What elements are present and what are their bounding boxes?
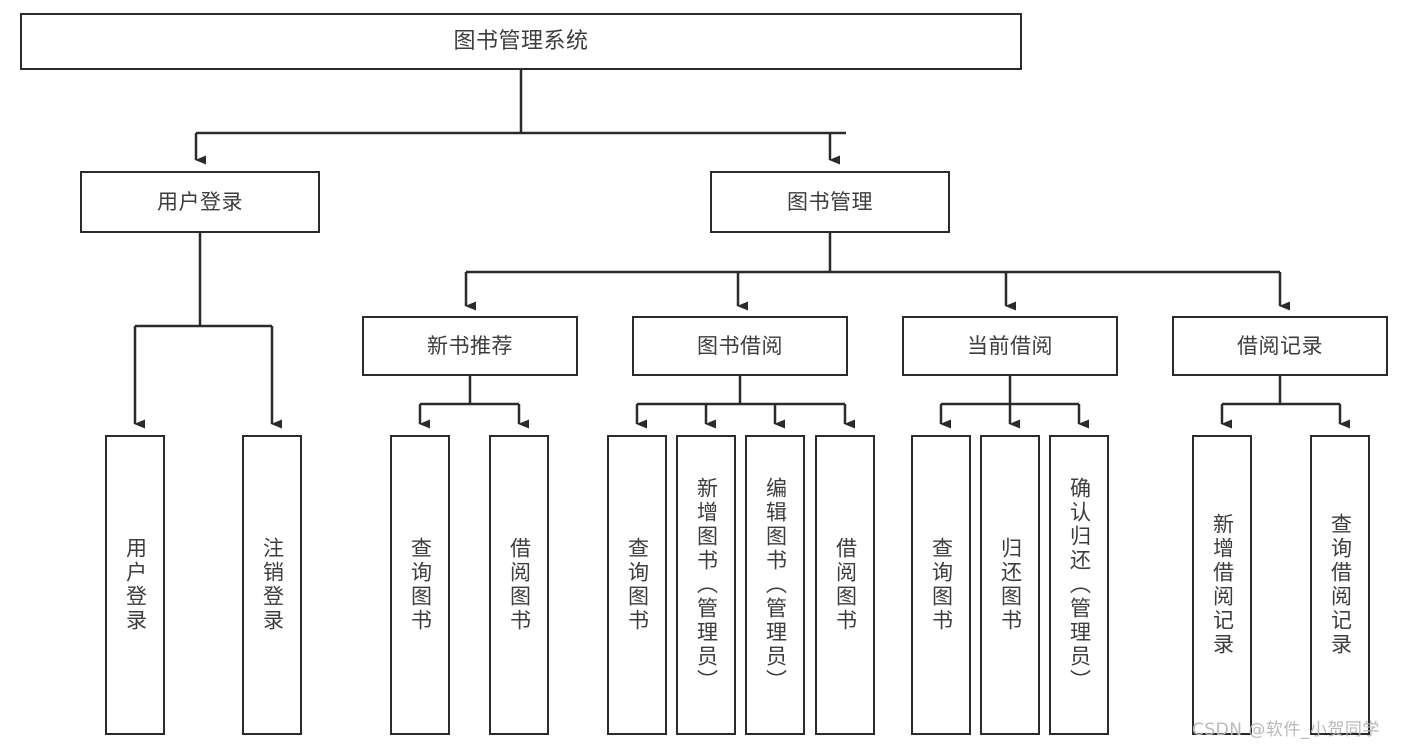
leaf-book-borrow-edit-book-admin[interactable]: 编辑图书（管理员）: [745, 435, 805, 735]
node-label: 借阅图书: [833, 537, 858, 633]
node-label: 图书借阅: [697, 333, 783, 358]
node-new-book-recommendation[interactable]: 新书推荐: [362, 316, 578, 376]
leaf-new-recommend-query-book[interactable]: 查询图书: [390, 435, 450, 735]
node-label: 图书管理: [787, 189, 873, 214]
node-label: 新书推荐: [427, 333, 513, 358]
node-label: 图书管理系统: [453, 28, 589, 54]
node-label: 借阅图书: [507, 537, 532, 633]
node-label: 编辑图书（管理员）: [763, 477, 788, 693]
node-label: 查询图书: [625, 537, 650, 633]
leaf-user-login-login[interactable]: 用户登录: [105, 435, 165, 735]
node-label: 归还图书: [998, 537, 1023, 633]
node-label: 确认归还（管理员）: [1067, 477, 1092, 693]
leaf-borrow-record-add-record[interactable]: 新增借阅记录: [1192, 435, 1252, 735]
node-borrowing-records[interactable]: 借阅记录: [1172, 316, 1388, 376]
leaf-book-borrow-query-book[interactable]: 查询图书: [607, 435, 667, 735]
leaf-current-borrow-return-book[interactable]: 归还图书: [980, 435, 1040, 735]
node-book-borrowing[interactable]: 图书借阅: [632, 316, 848, 376]
node-label: 注销登录: [260, 537, 285, 633]
node-label: 借阅记录: [1237, 333, 1323, 358]
node-label: 新增借阅记录: [1210, 513, 1235, 657]
node-label: 新增图书（管理员）: [694, 477, 719, 693]
node-label: 用户登录: [157, 189, 243, 214]
node-label: 查询借阅记录: [1328, 513, 1353, 657]
node-book-management[interactable]: 图书管理: [710, 171, 950, 233]
node-label: 当前借阅: [967, 333, 1053, 358]
csdn-watermark: CSDN @软件_小贺同学: [1192, 720, 1380, 740]
leaf-current-borrow-confirm-return-admin[interactable]: 确认归还（管理员）: [1049, 435, 1109, 735]
node-label: 查询图书: [408, 537, 433, 633]
leaf-book-borrow-borrow-book[interactable]: 借阅图书: [815, 435, 875, 735]
node-user-login[interactable]: 用户登录: [80, 171, 320, 233]
node-label: 用户登录: [123, 537, 148, 633]
node-label: 查询图书: [929, 537, 954, 633]
leaf-borrow-record-query-record[interactable]: 查询借阅记录: [1310, 435, 1370, 735]
leaf-new-recommend-borrow-book[interactable]: 借阅图书: [489, 435, 549, 735]
leaf-user-login-logout[interactable]: 注销登录: [242, 435, 302, 735]
node-current-borrowing[interactable]: 当前借阅: [902, 316, 1118, 376]
leaf-book-borrow-add-book-admin[interactable]: 新增图书（管理员）: [676, 435, 736, 735]
leaf-current-borrow-query-book[interactable]: 查询图书: [911, 435, 971, 735]
node-root-book-management-system[interactable]: 图书管理系统: [20, 13, 1022, 70]
